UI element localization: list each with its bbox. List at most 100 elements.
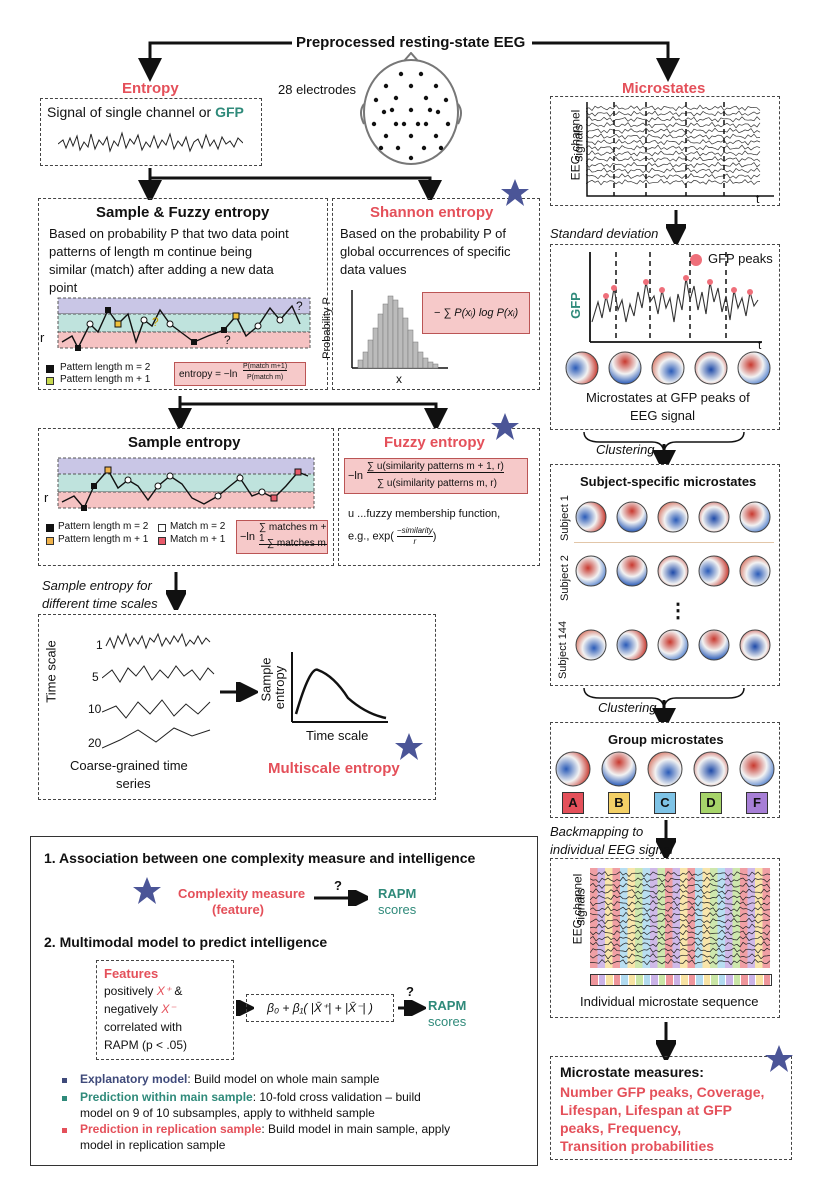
microstate-band xyxy=(680,868,688,968)
topomap-icon xyxy=(616,555,648,587)
se-pattern-plot xyxy=(57,457,315,511)
sf-legend2: Pattern length m + 1 xyxy=(60,374,151,385)
sequence-segment xyxy=(711,975,719,985)
bullet-1-text: : Build model on whole main sample xyxy=(187,1072,380,1086)
bullet-2-label: Prediction within main sample xyxy=(80,1090,253,1104)
eeg-trace xyxy=(590,870,771,878)
gfp-peaks-label: GFP peaks xyxy=(708,251,773,266)
backmap-eeg xyxy=(590,868,771,968)
sequence-segment xyxy=(658,975,666,985)
topomap-icon xyxy=(616,501,648,533)
seq-label: Individual microstate sequence xyxy=(580,994,759,1009)
microstate-band xyxy=(665,868,673,968)
bracket-1 xyxy=(583,431,745,464)
group-title: Group microstates xyxy=(608,732,724,747)
eeg-trace xyxy=(586,133,761,140)
se-ylabel-2: entropy xyxy=(272,665,288,710)
shannon-formula: − ∑ P(xᵢ) log P(xᵢ) xyxy=(422,292,530,334)
star-icon xyxy=(765,1045,793,1072)
cm-line1: Complexity measure xyxy=(178,886,306,901)
microstate-band xyxy=(627,868,635,968)
group-tag-C: C xyxy=(654,792,676,814)
sf-desc-4: point xyxy=(49,280,78,295)
a1-q: ? xyxy=(334,878,342,893)
topomap-icon xyxy=(739,555,771,587)
eeg-ylabel-2: signals xyxy=(571,124,586,162)
features-title: Features xyxy=(104,966,159,981)
eeg-trace xyxy=(586,144,761,152)
star-icon xyxy=(133,877,161,904)
sequence-segment xyxy=(733,975,741,985)
microstate-band xyxy=(590,868,598,968)
fuzzy-formula: −ln ∑ u(similarity patterns m + 1, r) ∑ … xyxy=(344,458,528,494)
features-line4: RAPM (p < .05) xyxy=(104,1038,188,1052)
features-pos: positively xyxy=(104,984,157,998)
analysis-h1: 1. Association between one complexity me… xyxy=(44,850,476,866)
topomap-icon xyxy=(694,351,728,385)
eeg-trace xyxy=(590,905,771,913)
subject-144-maps xyxy=(574,628,774,664)
electrodes-label: 28 electrodes xyxy=(278,82,357,97)
ts-label-5: 5 xyxy=(92,670,99,684)
fuzzy-entropy-box xyxy=(338,428,540,566)
topomap-icon xyxy=(698,555,730,587)
microstate-band xyxy=(762,868,770,968)
features-line2: negatively X⁻ xyxy=(104,1002,176,1016)
ms-caption-2: different time scales xyxy=(42,596,158,611)
bullet-3-marker xyxy=(62,1128,67,1133)
sf-pattern-plot: ? ? ? xyxy=(57,297,311,351)
star-icon xyxy=(501,179,529,206)
se-legend2: Pattern length m + 1 xyxy=(58,534,149,545)
sequence-segment xyxy=(673,975,681,985)
sequence-segment xyxy=(666,975,674,985)
sample-entropy-box xyxy=(38,428,334,566)
bullet-2-text: : 10-fold cross validation – build xyxy=(252,1090,421,1104)
sequence-segment xyxy=(748,975,756,985)
bullet-1-marker xyxy=(62,1078,67,1083)
features-neg: negatively xyxy=(104,1002,162,1016)
microstate-band xyxy=(672,868,680,968)
sf-desc-3: similar (match) after adding a new data xyxy=(49,262,274,277)
shannon-box xyxy=(332,198,540,390)
sequence-segment xyxy=(628,975,636,985)
gfp-box xyxy=(550,244,780,430)
measures-title: Microstate measures: xyxy=(560,1064,704,1080)
multiscale-box xyxy=(38,614,436,800)
measures-line-4: Transition probabilities xyxy=(560,1138,715,1154)
microstate-band xyxy=(755,868,763,968)
sf-desc-2: patterns of length m continue being xyxy=(49,244,253,259)
bullet-1-label: Explanatory model xyxy=(80,1072,188,1086)
sf-legend1: Pattern length m = 2 xyxy=(60,362,151,373)
clustering-1: Clustering xyxy=(596,442,655,457)
eeg-trace xyxy=(586,121,761,129)
subject-vdots: ⋮ xyxy=(668,600,688,622)
shannon-desc-1: Based on the probability P of xyxy=(340,226,506,241)
subject-2-maps xyxy=(574,554,774,590)
topomap-icon xyxy=(657,629,689,661)
sf-formula-num: P(match m+1) xyxy=(243,363,288,371)
group-tag-F: F xyxy=(746,792,768,814)
features-line3: correlated with xyxy=(104,1020,183,1034)
sample-fuzzy-title: Sample & Fuzzy entropy xyxy=(96,204,270,221)
eeg-trace xyxy=(590,935,771,942)
backmap-2: individual EEG signal xyxy=(550,842,673,857)
se-legend3: Match m = 2 xyxy=(170,521,226,532)
sf-r-label: r xyxy=(40,330,45,345)
topomap-icon xyxy=(739,501,771,533)
sequence-segment xyxy=(718,975,726,985)
sequence-segment xyxy=(741,975,749,985)
microstate-band xyxy=(657,868,665,968)
subject-144-label: Subject 144 xyxy=(557,620,570,680)
sample-entropy-title: Sample entropy xyxy=(128,434,241,451)
cm-line2: (feature) xyxy=(212,902,265,917)
se-formula-prefix: −ln xyxy=(240,531,255,543)
eeg-trace xyxy=(590,888,771,895)
group-tag-B: B xyxy=(608,792,630,814)
sequence-segment xyxy=(688,975,696,985)
microstate-band xyxy=(620,868,628,968)
se-formula-den: ∑ matches m xyxy=(267,538,326,549)
eeg-trace xyxy=(590,958,771,966)
fuzzy-formula-prefix: −ln xyxy=(348,470,363,482)
se-legend4-swatch xyxy=(158,537,166,545)
